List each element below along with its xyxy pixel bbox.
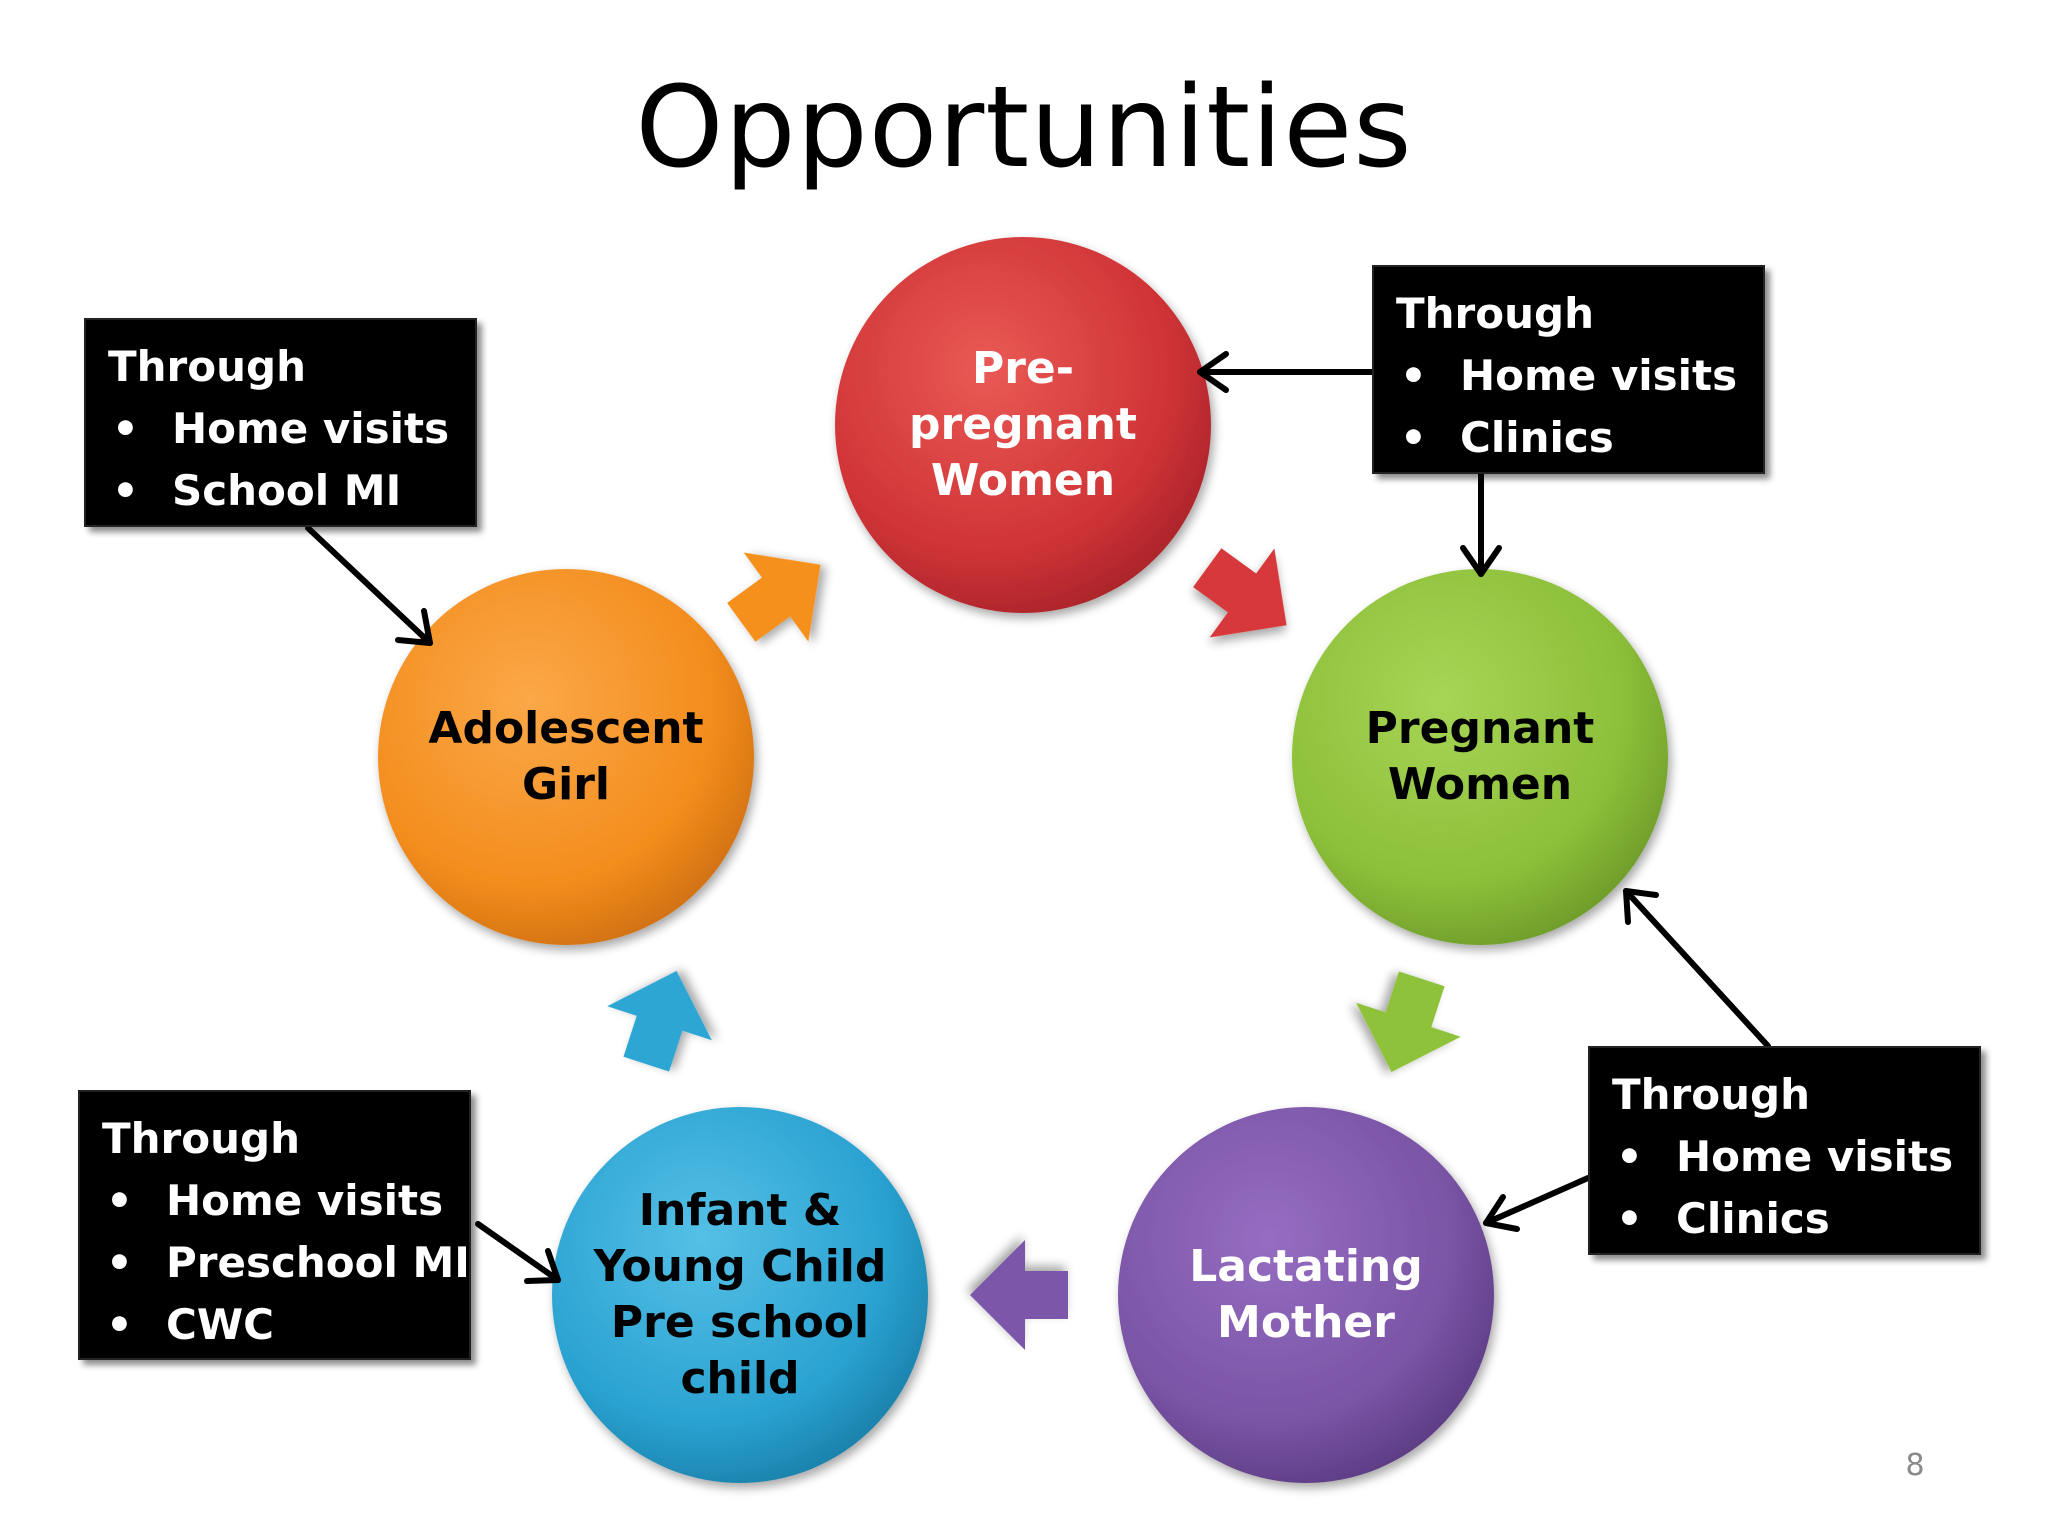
cycle-arrow-prepregnant-to-pregnant — [1193, 548, 1287, 638]
node-pregnant-line-1: Pregnant — [1365, 703, 1595, 754]
node-adolescent-label: Adolescent Girl — [386, 577, 746, 937]
node-pregnant-label: Pregnant Women — [1300, 577, 1660, 937]
node-infant-label: Infant & Young Child Pre school child — [560, 1115, 920, 1475]
channel-adolescent-item: • School MI — [108, 460, 455, 522]
channel-prepregnant-item-text: Clinics — [1460, 413, 1614, 462]
bullet-icon: • — [1616, 1194, 1643, 1243]
node-adolescent-line-1: Adolescent — [428, 703, 704, 754]
node-pre-pregnant-circle — [835, 237, 1211, 613]
channel-prepregnant-item: • Clinics — [1396, 407, 1743, 469]
node-infant-line-1: Infant & — [638, 1185, 842, 1236]
node-lactating-line-1: Lactating — [1189, 1241, 1423, 1292]
bullet-icon: • — [106, 1176, 133, 1225]
channel-box-infant: Through • Home visits • Preschool MI • CWC — [78, 1090, 471, 1360]
node-pregnant-line-2: Women — [1387, 759, 1573, 810]
node-pre-pregnant-line-3: Women — [930, 455, 1116, 506]
node-lactating-circle — [1118, 1107, 1494, 1483]
connector-lactating-to-pregnant — [1623, 888, 1771, 1049]
bullet-icon: • — [112, 404, 139, 453]
channel-box-adolescent: Through • Home visits • School MI — [84, 318, 477, 527]
channel-adolescent-heading: Through — [108, 342, 306, 391]
channel-lactating-item: • Home visits — [1612, 1126, 1959, 1188]
connector-adolescent-channel — [305, 525, 433, 646]
node-infant-line-4: child — [680, 1353, 800, 1404]
connector-lactating-arrowhead — [1483, 1194, 1520, 1232]
cycle-arrow-adolescent-to-prepregnant — [727, 552, 821, 642]
bullet-icon: • — [106, 1300, 133, 1349]
channel-prepregnant-item: • Home visits — [1396, 345, 1743, 407]
channel-infant-item-text: Home visits — [166, 1176, 444, 1225]
node-lactating-line-2: Mother — [1217, 1297, 1395, 1348]
channel-box-prepregnant: Through • Home visits • Clinics — [1372, 265, 1765, 474]
node-infant-line-2: Young Child — [593, 1241, 887, 1292]
bullet-icon: • — [112, 466, 139, 515]
connector-lactating-to-pregnant-arrowhead — [1623, 888, 1659, 925]
channel-infant-item: • Home visits — [102, 1170, 449, 1232]
channel-lactating-heading: Through — [1612, 1070, 1810, 1119]
channel-adolescent-item-text: Home visits — [172, 404, 450, 453]
channel-adolescent-item: • Home visits — [108, 398, 455, 460]
channel-infant-item-text: CWC — [166, 1300, 274, 1349]
channel-infant-item: • Preschool MI — [102, 1232, 470, 1294]
node-pregnant-circle — [1292, 569, 1668, 945]
connector-infant-arrowhead — [524, 1248, 561, 1284]
slide-title: Opportunities — [635, 63, 1413, 193]
channel-lactating-item-text: Clinics — [1676, 1194, 1830, 1243]
connector-lactating-channel — [1483, 1175, 1591, 1226]
node-pre-pregnant-label: Pre- pregnant Women — [843, 245, 1203, 605]
bullet-icon: • — [106, 1238, 133, 1287]
connector-adolescent-arrowhead — [395, 608, 433, 646]
slide-number: 8 — [1905, 1448, 1925, 1483]
cycle-arrow-lactating-to-infant — [970, 1240, 1068, 1350]
channel-lactating-item: • Clinics — [1612, 1188, 1959, 1250]
node-adolescent-line-2: Girl — [522, 759, 610, 810]
node-pre-pregnant-line-1: Pre- — [971, 343, 1075, 394]
connector-pregnant-arrowhead — [1460, 545, 1502, 577]
node-lactating-label: Lactating Mother — [1126, 1115, 1486, 1475]
node-pre-pregnant-line-2: pregnant — [909, 399, 1137, 450]
channel-prepregnant-item-text: Home visits — [1460, 351, 1738, 400]
channel-adolescent-item-text: School MI — [172, 466, 402, 515]
cycle-arrow-infant-to-adolescent — [607, 970, 712, 1072]
connector-prepregnant-arrowhead — [1197, 351, 1229, 393]
channel-prepregnant-heading: Through — [1396, 289, 1594, 338]
cycle-arrow-pregnant-to-lactating — [1356, 971, 1461, 1073]
channel-infant-item: • CWC — [102, 1294, 449, 1356]
channel-infant-heading: Through — [102, 1114, 300, 1163]
channel-lactating-item-text: Home visits — [1676, 1132, 1954, 1181]
bullet-icon: • — [1400, 413, 1427, 462]
bullet-icon: • — [1616, 1132, 1643, 1181]
channel-box-lactating: Through • Home visits • Clinics — [1588, 1046, 1981, 1255]
bullet-icon: • — [1400, 351, 1427, 400]
channel-infant-item-text: Preschool MI — [166, 1238, 470, 1287]
node-infant-line-3: Pre school — [610, 1297, 870, 1348]
node-infant-circle — [552, 1107, 928, 1483]
node-adolescent-circle — [378, 569, 754, 945]
connector-infant-channel — [475, 1221, 561, 1283]
